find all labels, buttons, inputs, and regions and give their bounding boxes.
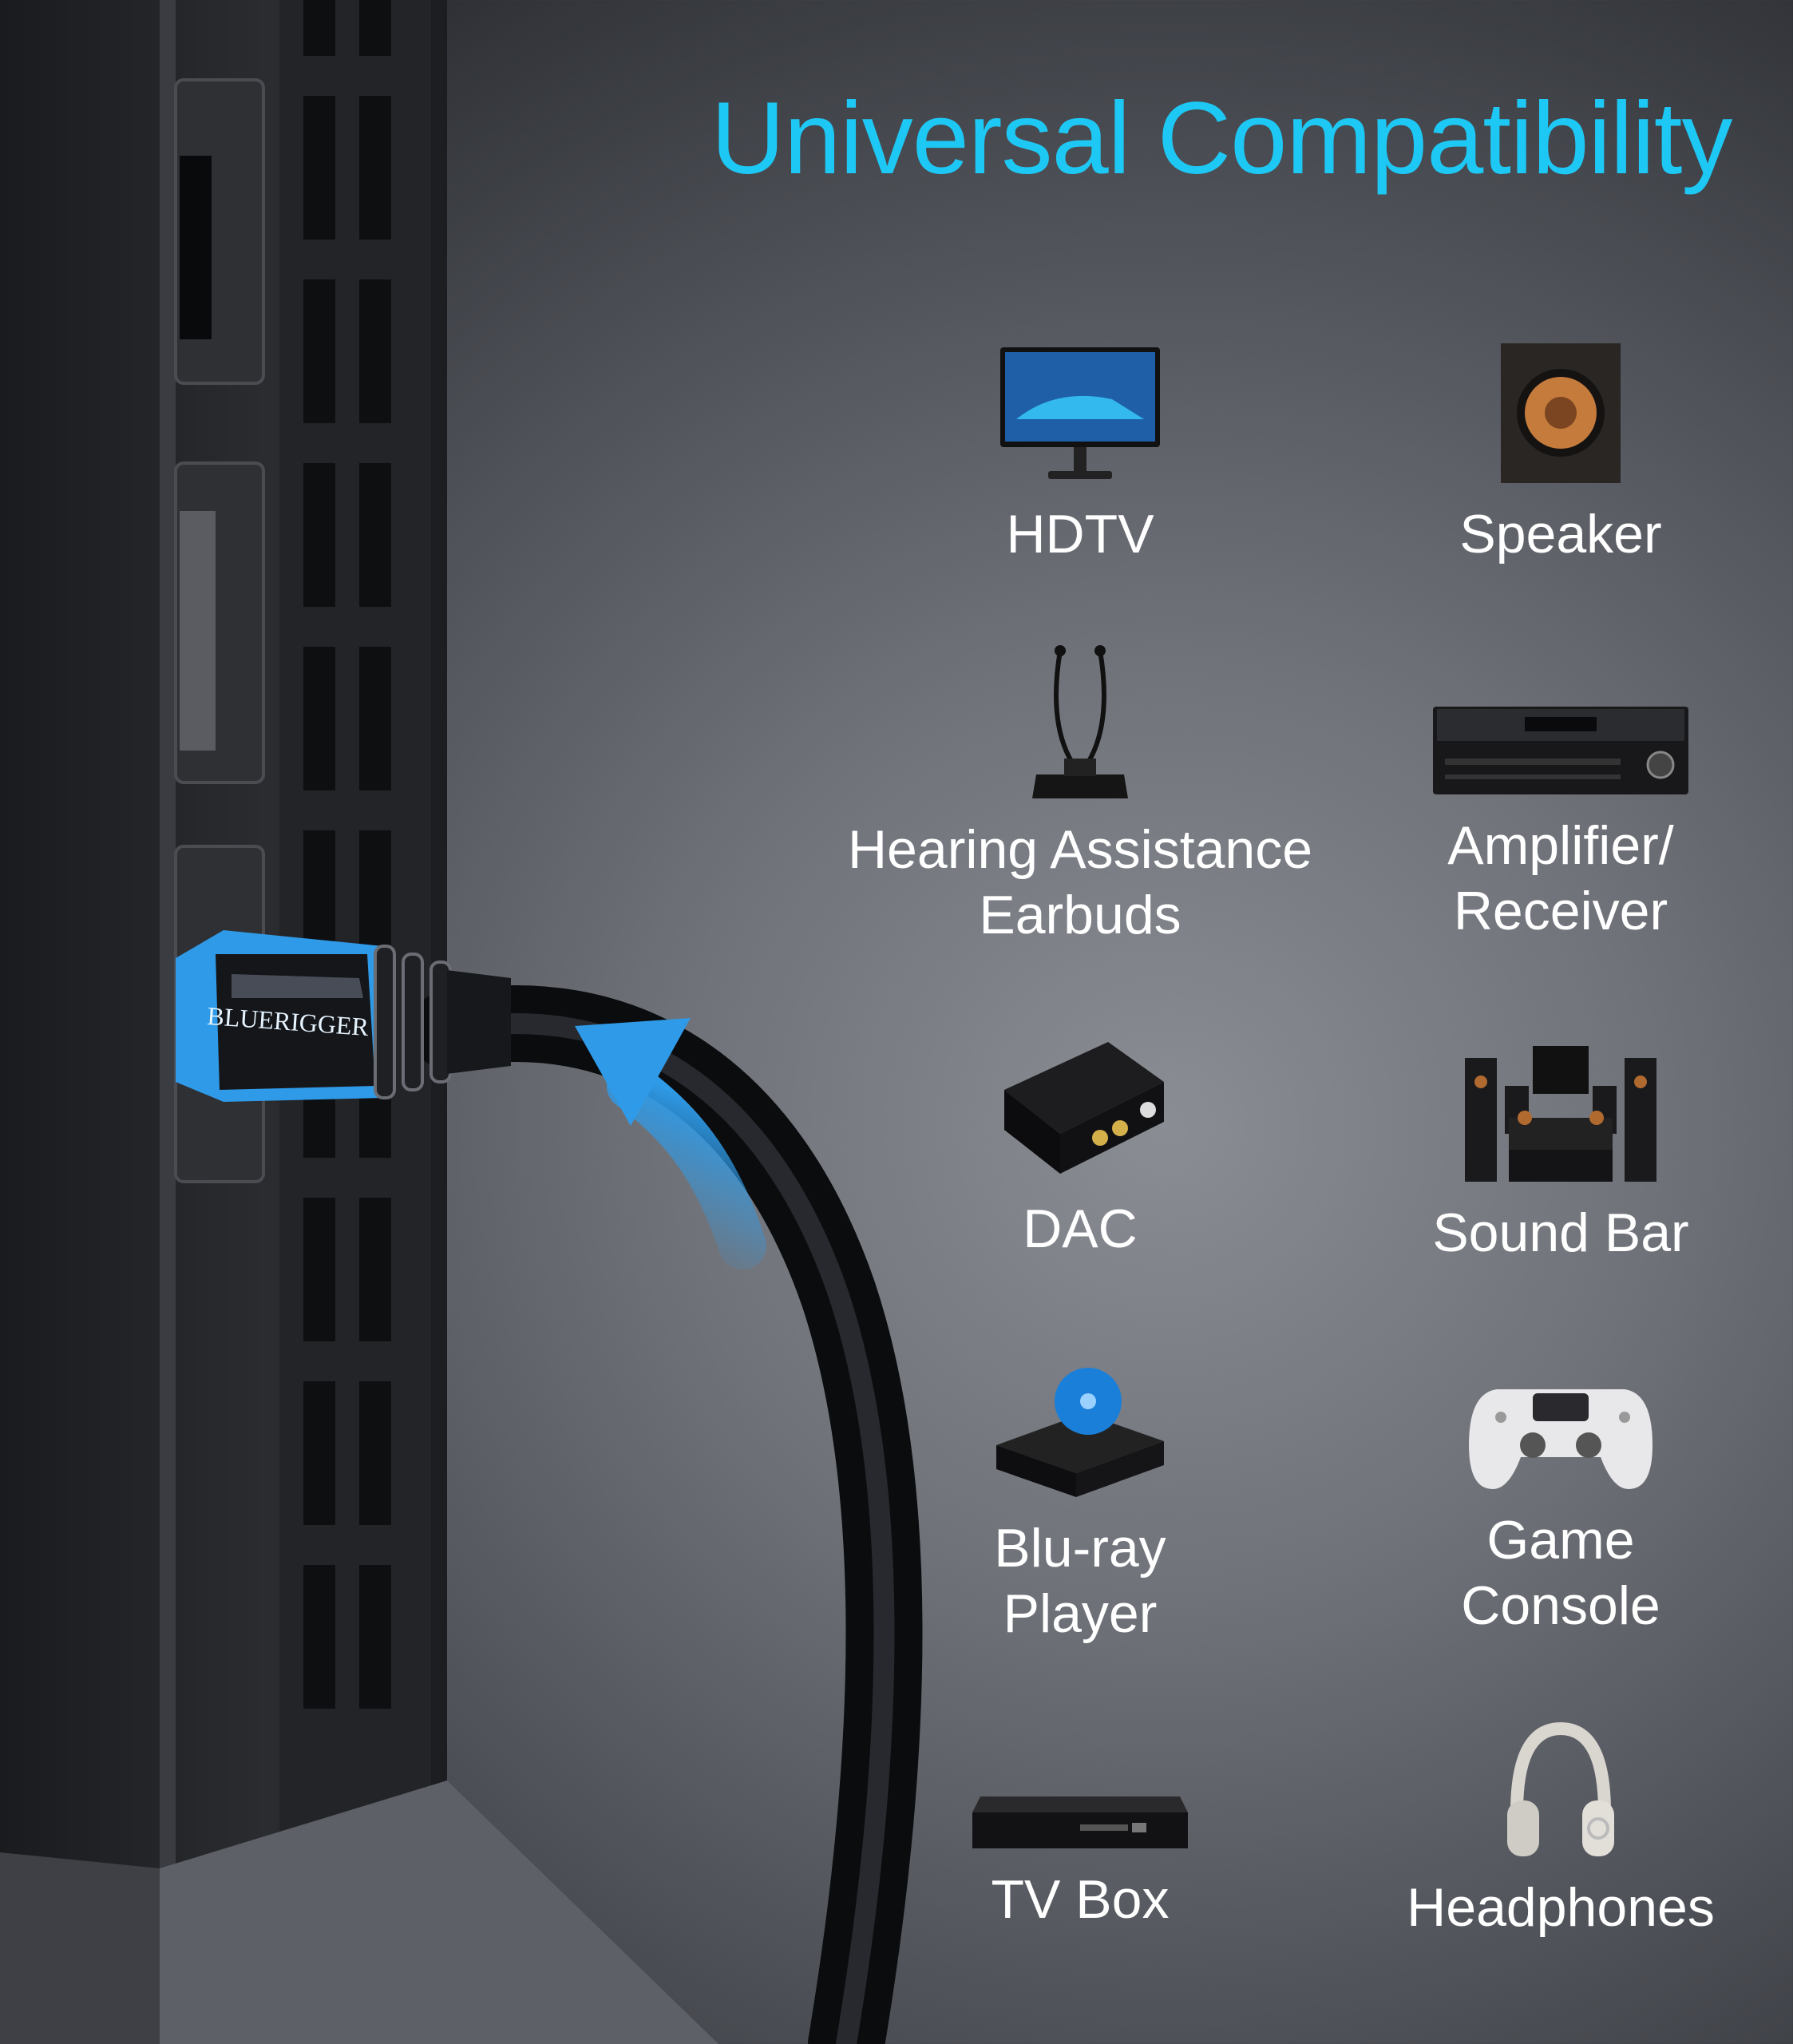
device-label: Game Console [1461, 1510, 1660, 1636]
device-dac: DAC [833, 1034, 1328, 1262]
vent-column [279, 0, 431, 1836]
tv-box-icon [972, 1796, 1188, 1848]
device-bluray: Blu-ray Player [833, 1365, 1328, 1646]
device-label: Amplifier/ Receiver [1447, 815, 1674, 941]
av-receiver-icon [1433, 707, 1688, 794]
device-label: DAC [1023, 1198, 1138, 1259]
arrow-icon [575, 1018, 766, 1270]
home-theater-speakers-icon [1465, 1046, 1656, 1182]
hdtv-monitor-icon [1000, 347, 1160, 479]
device-speaker: Speaker [1313, 339, 1793, 567]
optical-connector: BLUERIGGER [176, 930, 511, 1102]
device-hearing-earbuds: Hearing Assistance Earbuds [833, 643, 1328, 948]
device-label: TV Box [991, 1869, 1170, 1930]
device-label: Blu-ray Player [994, 1518, 1166, 1644]
panel-edge [160, 0, 176, 1884]
page-title: Universal Compatibility [710, 81, 1733, 196]
device-label: HDTV [1006, 504, 1154, 564]
device-tv-box: TV Box [833, 1788, 1328, 1932]
device-hdtv: HDTV [833, 343, 1328, 567]
device-amplifier: Amplifier/ Receiver [1313, 703, 1793, 944]
headphones-icon [1507, 1721, 1614, 1856]
device-game-console: Game Console [1313, 1373, 1793, 1638]
device-sound-bar: Sound Bar [1313, 1042, 1793, 1266]
dac-converter-icon [1004, 1042, 1164, 1174]
device-label: Hearing Assistance Earbuds [847, 819, 1313, 945]
hearing-earbuds-icon [1032, 645, 1128, 798]
device-label: Speaker [1459, 504, 1662, 564]
device-label: Sound Bar [1432, 1202, 1689, 1263]
subwoofer-speaker-icon [1501, 343, 1621, 483]
device-headphones: Headphones [1313, 1717, 1793, 1940]
game-controller-icon [1469, 1389, 1652, 1489]
console-stand [160, 1781, 718, 2044]
bluray-player-icon [996, 1368, 1164, 1497]
device-label: Headphones [1407, 1877, 1715, 1938]
